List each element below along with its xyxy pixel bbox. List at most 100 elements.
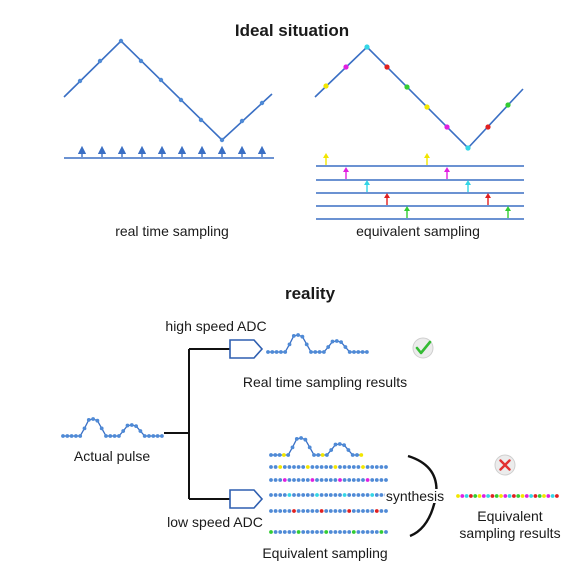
- row-dot: [278, 465, 283, 469]
- row-dot: [374, 530, 379, 534]
- equivalent-top-pulse: [269, 436, 364, 457]
- row-dot: [379, 478, 384, 482]
- high-speed-adc-icon: [229, 339, 264, 359]
- row-dot: [370, 478, 375, 482]
- pulse-dot: [320, 453, 325, 457]
- result-dot: [516, 494, 521, 498]
- real-time-sample-points: [77, 38, 265, 143]
- row-dot: [374, 465, 379, 469]
- row-dot: [365, 478, 370, 482]
- row-dot: [379, 509, 384, 513]
- row-dot: [301, 530, 306, 534]
- pulse-dot: [304, 342, 309, 347]
- sample-arrow: [444, 167, 450, 179]
- row-dot: [310, 509, 315, 513]
- row-dot: [324, 465, 329, 469]
- row-dot: [287, 530, 292, 534]
- pulse-dot: [317, 350, 322, 354]
- result-dot: [473, 494, 478, 498]
- sample-dot: [364, 44, 370, 50]
- result-dot: [469, 494, 473, 498]
- row-dot: [351, 530, 356, 534]
- equivalent-sampling-label: equivalent sampling: [356, 223, 480, 239]
- row-dot: [338, 530, 342, 534]
- pulse-dot: [313, 350, 318, 354]
- pulse-dot: [350, 453, 355, 457]
- pulse-dot: [359, 453, 364, 457]
- row-dot: [338, 478, 342, 482]
- row-dot: [324, 509, 329, 513]
- ideal-situation-title: Ideal situation: [235, 21, 349, 40]
- row-dot: [379, 530, 384, 534]
- row-dot: [315, 509, 319, 513]
- row-dot: [384, 465, 388, 469]
- pulse-dot: [291, 333, 296, 338]
- sample-dot: [138, 58, 144, 64]
- equivalent-results-label-line1: Equivalent: [477, 508, 542, 524]
- row-dot: [324, 530, 329, 534]
- sampling-row: [269, 509, 388, 513]
- row-dot: [374, 493, 379, 497]
- pulse-dot: [307, 445, 312, 450]
- row-dot: [384, 493, 388, 497]
- row-dot: [356, 465, 361, 469]
- sample-dot: [77, 78, 83, 84]
- row-dot: [342, 530, 347, 534]
- row-dot: [310, 493, 315, 497]
- row-dot: [379, 493, 384, 497]
- sample-arrow: [465, 180, 471, 192]
- sample-arrow: [424, 153, 430, 165]
- row-dot: [282, 509, 287, 513]
- row-dot: [338, 465, 342, 469]
- result-dot: [512, 494, 516, 498]
- row-dot: [287, 509, 292, 513]
- result-dot: [524, 494, 529, 498]
- row-dot: [365, 465, 370, 469]
- row-dot: [374, 478, 379, 482]
- row-dot: [351, 478, 356, 482]
- pulse-dot: [342, 443, 346, 447]
- pulse-dot: [322, 350, 326, 354]
- row-dot: [292, 530, 296, 534]
- row-dot: [351, 465, 356, 469]
- row-dot: [292, 465, 296, 469]
- row-dot: [379, 465, 384, 469]
- sampling-row: [269, 493, 388, 497]
- row-dot: [305, 509, 310, 513]
- pulse-dot: [134, 424, 139, 428]
- row-dot: [315, 478, 319, 482]
- equivalent-sampling-bottom-label: Equivalent sampling: [262, 545, 387, 561]
- row-dot: [278, 493, 283, 497]
- row-dot: [342, 509, 347, 513]
- row-dot: [310, 530, 315, 534]
- row-dot: [351, 509, 356, 513]
- row-dot: [328, 509, 333, 513]
- sample-dot: [239, 118, 245, 124]
- row-dot: [333, 465, 338, 469]
- pulse-dot: [333, 442, 338, 447]
- result-dot: [490, 494, 495, 498]
- equivalent-sampling-lines: [316, 153, 524, 220]
- pulse-dot: [266, 350, 270, 354]
- row-dot: [287, 478, 292, 482]
- row-dot: [333, 478, 338, 482]
- pulse-dot: [356, 350, 361, 354]
- row-dot: [282, 478, 287, 482]
- pulse-dot: [121, 429, 126, 433]
- pulse-dot: [69, 434, 74, 438]
- sample-dot: [198, 117, 204, 123]
- sample-arrow: [343, 167, 349, 179]
- result-dot: [542, 494, 546, 498]
- result-dot: [520, 494, 525, 498]
- pulse-dot: [269, 453, 273, 457]
- sample-dot: [118, 38, 124, 44]
- row-dot: [319, 509, 324, 513]
- pulse-dot: [326, 345, 331, 349]
- sampling-row: [269, 465, 388, 469]
- pulse-dot: [337, 442, 342, 446]
- row-dot: [315, 530, 319, 534]
- row-dot: [296, 465, 301, 469]
- row-dot: [301, 509, 306, 513]
- sample-dot: [97, 58, 103, 64]
- pulse-dot: [95, 418, 100, 423]
